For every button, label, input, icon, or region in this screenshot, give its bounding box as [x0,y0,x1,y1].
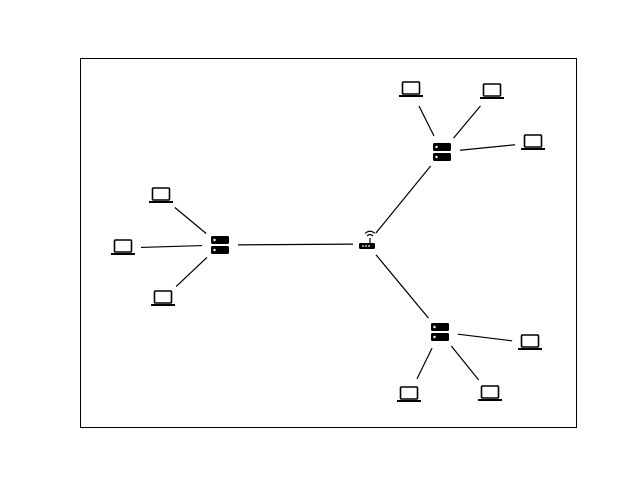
laptop-icon [518,334,542,350]
edge-server-bottom-right-to-laptop-br1 [457,333,513,342]
laptop-icon [149,187,173,203]
edge-server-top-right-to-laptop-tr2 [453,105,481,139]
edge-server-left-to-laptop-l3 [175,256,208,288]
edge-server-left-to-laptop-l2 [140,244,203,249]
edge-server-top-right-to-laptop-tr1 [418,105,435,137]
laptop-icon [397,386,421,402]
edge-server-bottom-right-to-laptop-br3 [450,345,480,381]
edge-router-to-server-bottom-right [375,254,429,319]
edge-server-bottom-right-to-laptop-br2 [416,347,433,380]
edge-router-to-server-left [237,243,354,246]
edge-layer [140,105,516,381]
server-icon [433,143,451,161]
server-icon [211,236,229,254]
edge-server-top-right-to-laptop-tr3 [459,144,516,151]
server-icon [431,323,449,341]
laptop-icon [478,385,502,401]
edge-server-left-to-laptop-l1 [174,207,207,234]
edge-router-to-server-top-right [375,165,432,234]
laptop-icon [480,83,504,99]
laptop-icon [151,290,175,306]
laptop-icon [521,134,545,150]
diagram-frame [80,58,577,428]
router-icon [359,230,376,249]
node-layer [111,81,545,402]
laptop-icon [399,81,423,97]
laptop-icon [111,239,135,255]
